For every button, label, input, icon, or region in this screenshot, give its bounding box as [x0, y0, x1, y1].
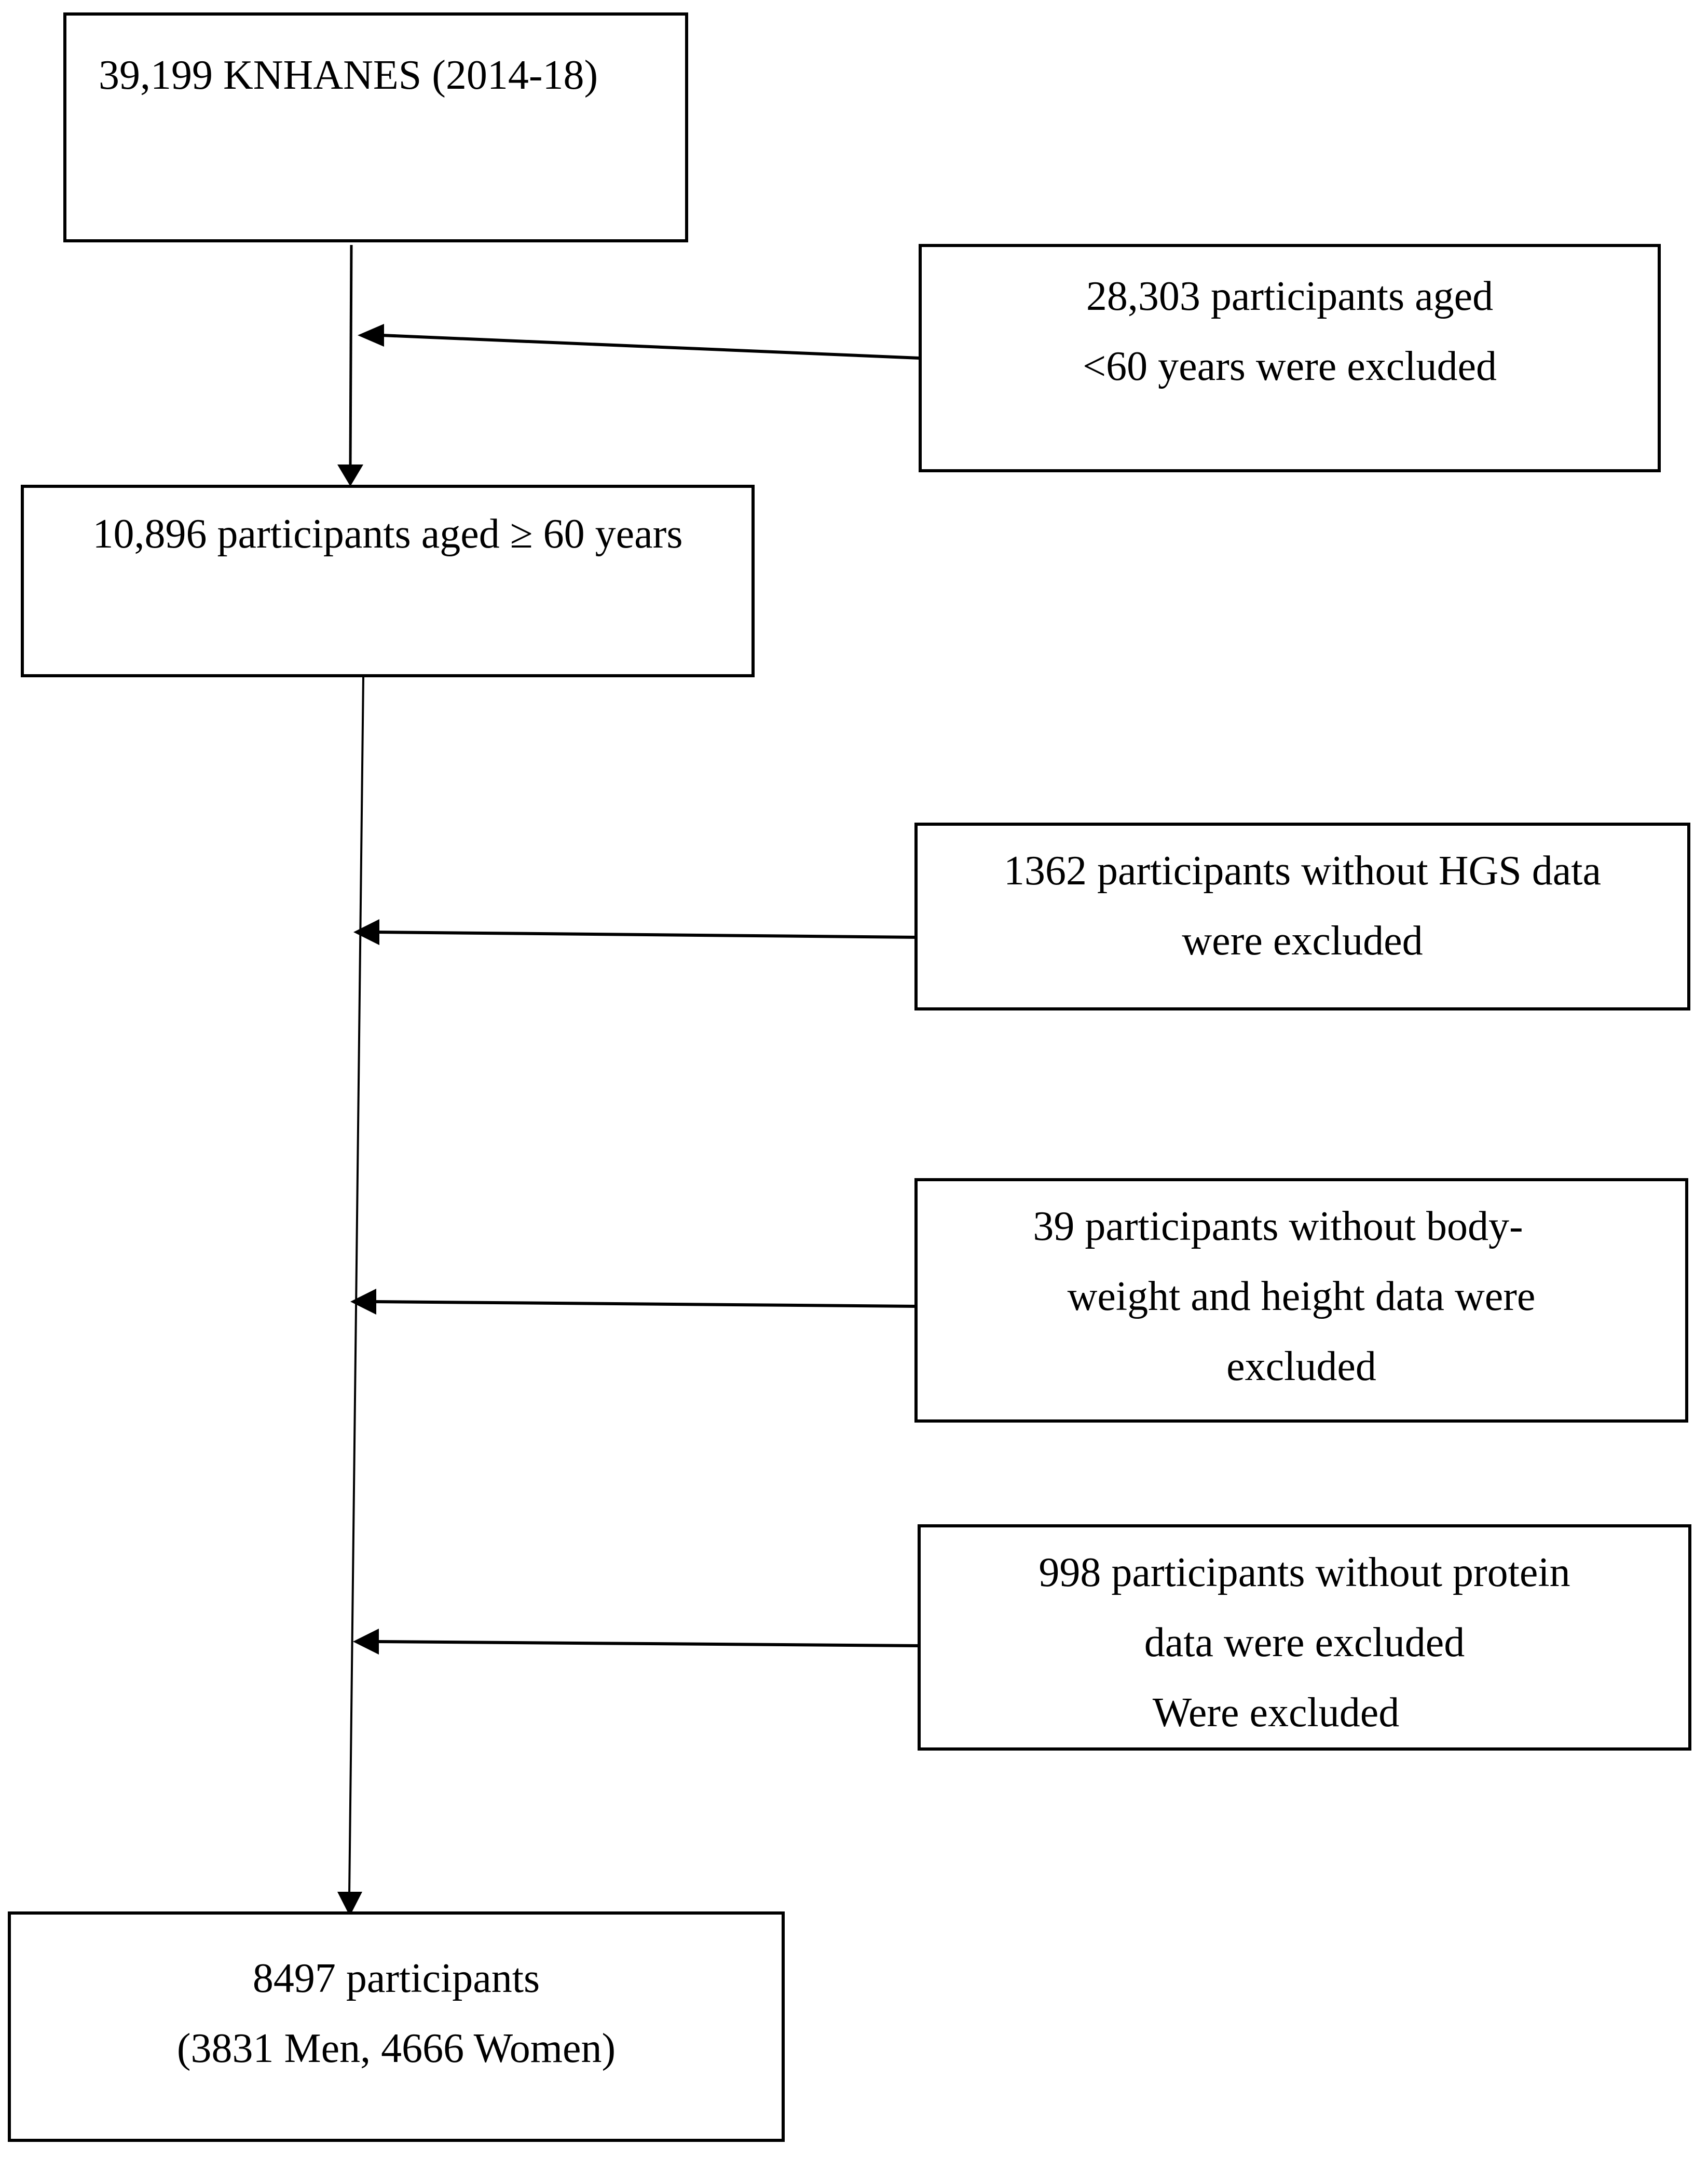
exclusion-bodyweight-box: 39 participants without body- weight and… — [914, 1178, 1688, 1423]
arrowhead-left-icon — [353, 1629, 379, 1655]
exclusion-connector-age — [381, 334, 920, 360]
box-text: data were excluded — [1144, 1620, 1465, 1665]
exclusion-age-box: 28,303 participants aged <60 years were … — [919, 244, 1661, 472]
main-connector-2 — [348, 677, 364, 1895]
aged-60-plus-box: 10,896 participants aged ≥ 60 years — [21, 485, 755, 677]
box-text: 1362 participants without HGS data — [1004, 848, 1601, 894]
exclusion-connector-hgs — [376, 931, 918, 939]
exclusion-protein-box: 998 participants without protein data we… — [918, 1524, 1691, 1751]
arrowhead-down-icon — [337, 465, 363, 486]
exclusion-hgs-box: 1362 participants without HGS data were … — [914, 823, 1690, 1010]
box-text: 39,199 KNHANES (2014-18) — [99, 52, 598, 98]
box-text: (3831 Men, 4666 Women) — [176, 2026, 616, 2071]
box-text: were excluded — [1182, 918, 1423, 964]
source-population-box: 39,199 KNHANES (2014-18) — [63, 12, 688, 242]
arrowhead-left-icon — [358, 324, 384, 347]
box-text: <60 years were excluded — [1082, 344, 1497, 389]
arrowhead-down-icon — [337, 1892, 362, 1916]
box-text: 10,896 participants aged ≥ 60 years — [92, 511, 683, 557]
box-text: excluded — [1226, 1344, 1376, 1389]
main-connector-1 — [349, 244, 353, 468]
box-text: 8497 participants — [252, 1956, 540, 2001]
box-text: Were excluded — [1152, 1690, 1400, 1736]
exclusion-connector-protein — [376, 1640, 919, 1647]
box-text: 998 participants without protein — [1039, 1550, 1570, 1595]
arrowhead-left-icon — [350, 1289, 376, 1315]
box-text: weight and height data were — [1067, 1274, 1536, 1319]
box-text: 39 participants without body- — [1033, 1204, 1523, 1249]
exclusion-connector-bodyweight — [373, 1300, 917, 1308]
box-text: 28,303 participants aged — [1086, 274, 1494, 319]
final-sample-box: 8497 participants (3831 Men, 4666 Women) — [8, 1911, 785, 2142]
arrowhead-left-icon — [353, 919, 379, 945]
